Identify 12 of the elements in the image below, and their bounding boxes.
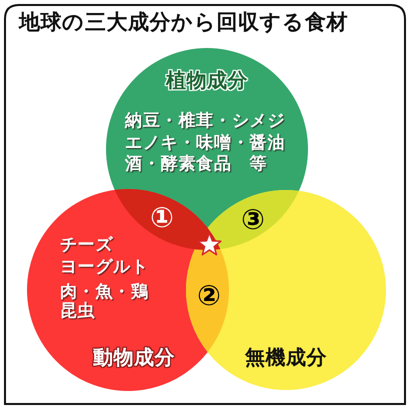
title-text: 地球の三大成分から回収する食材 xyxy=(19,9,348,35)
region-number: ① xyxy=(150,203,174,233)
category-heading: 無機成分 xyxy=(245,344,327,370)
category-heading: 動物成分 xyxy=(93,344,175,370)
food-list-text: チーズ xyxy=(60,234,114,256)
food-list-text: 昆虫 xyxy=(60,300,96,322)
region-number: ③ xyxy=(241,205,265,235)
food-list-text: 納豆・椎茸・シメジエノキ・味噌・醤油酒・酵素食品 等 xyxy=(125,111,286,176)
food-list-text: ヨーグルト xyxy=(60,256,148,278)
food-list-text: 肉・魚・鶏 xyxy=(60,282,148,302)
category-heading: 植物成分 xyxy=(166,68,248,92)
region-number: ② xyxy=(197,281,221,311)
